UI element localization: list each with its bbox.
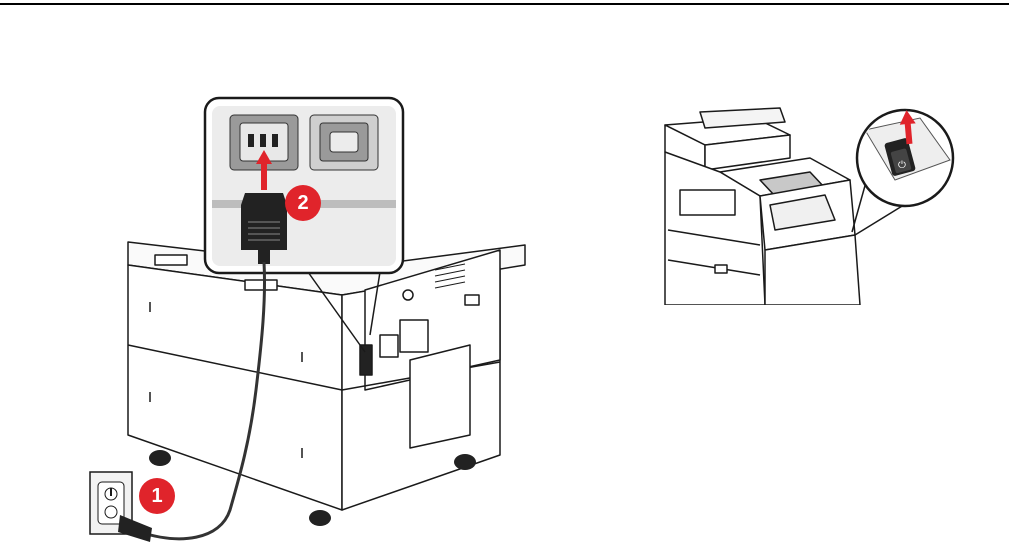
page-top-rule	[0, 3, 1009, 5]
power-switch-illustration: ⏻	[660, 100, 960, 305]
printer-front	[665, 108, 860, 305]
power-switch-callout: ⏻	[857, 109, 953, 206]
step-badge-2: 2	[285, 185, 321, 221]
step-badge-1: 1	[139, 478, 175, 514]
power-icon: ⏻	[898, 160, 906, 171]
